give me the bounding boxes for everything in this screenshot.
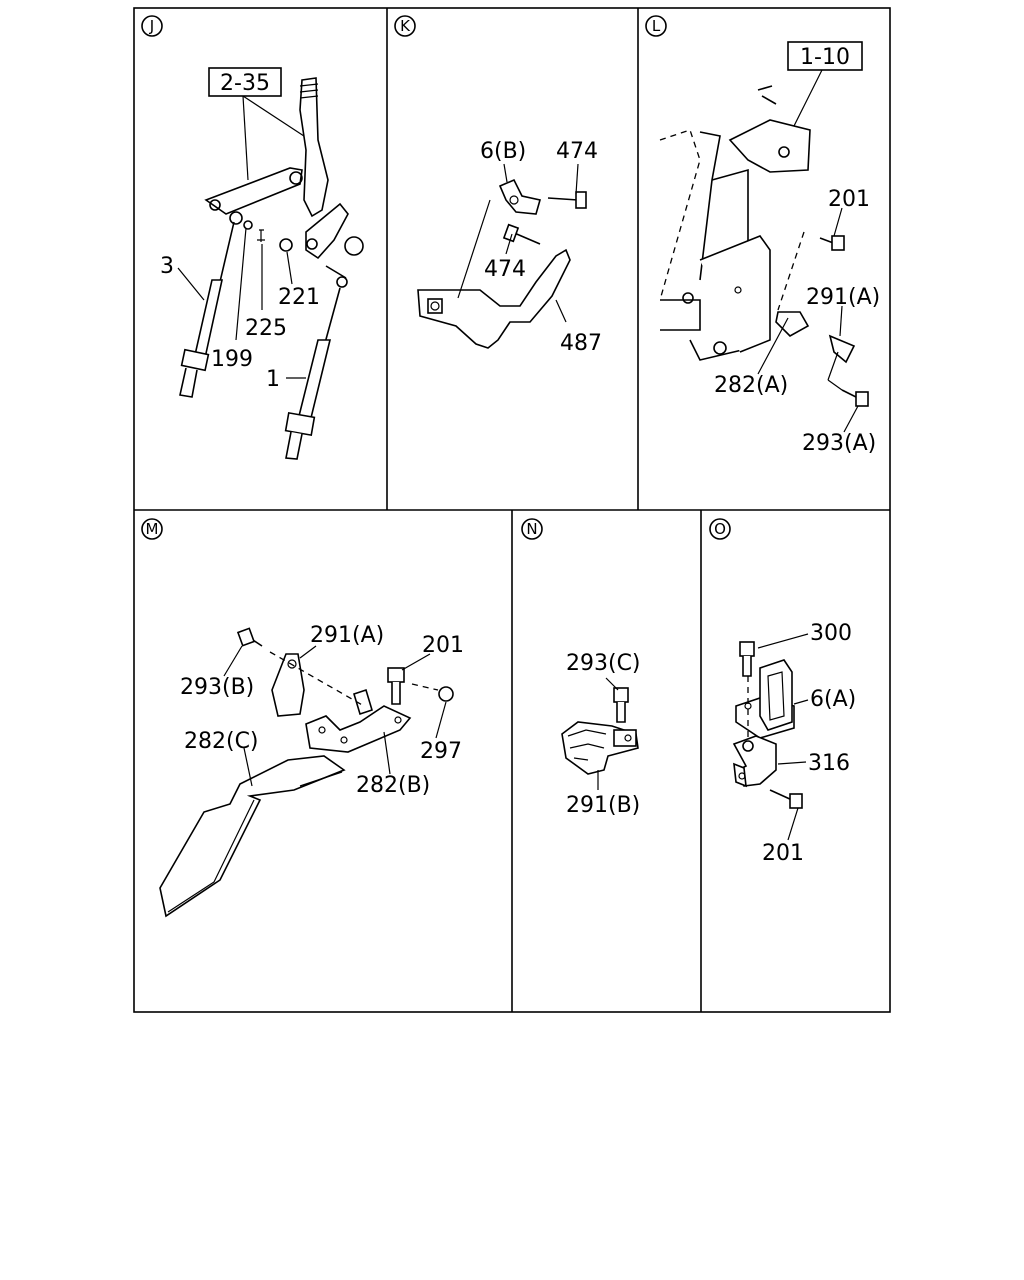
install-line-m: [269, 651, 365, 707]
label-m-291a: 291(A): [310, 623, 384, 648]
cable-1-drawing: [284, 287, 341, 460]
clamp-291b-drawing: [561, 721, 639, 775]
panel-o-marker: [709, 518, 731, 540]
panel-j: J 2-35: [141, 15, 364, 460]
ref-label-1-10: 1-10: [800, 45, 850, 70]
label-n-291b: 291(B): [566, 793, 640, 818]
label-m-297: 297: [420, 739, 462, 764]
label-l-291a: 291(A): [806, 285, 880, 310]
cable-3-drawing: [179, 221, 235, 398]
label-j-221: 221: [278, 285, 320, 310]
label-j-225: 225: [245, 316, 287, 341]
panel-m-marker: [141, 518, 163, 540]
bolt-474-upper-drawing: [547, 191, 587, 209]
bracket-282c-drawing: [159, 755, 346, 918]
bracket-487-drawing: [417, 248, 571, 349]
ref-label-2-35: 2-35: [220, 71, 270, 96]
panel-n-marker: [521, 518, 543, 540]
label-m-282c: 282(C): [184, 729, 259, 754]
shift-lever-drawing: [204, 77, 364, 288]
label-j-199: 199: [211, 347, 253, 372]
panel-k-marker: [394, 15, 416, 37]
panel-n-letter: N: [526, 520, 537, 538]
bolt-201-m-drawing: [387, 667, 405, 705]
ref-box-1-10: [787, 41, 863, 71]
label-o-316: 316: [808, 751, 850, 776]
bolt-474-lower-drawing: [502, 223, 541, 245]
ref-box-2-35: [208, 67, 282, 97]
clip-6b-drawing: [498, 178, 542, 215]
label-k-474-upper: 474: [556, 139, 598, 164]
label-l-201: 201: [828, 187, 870, 212]
install-line-l: [777, 231, 805, 311]
label-o-300: 300: [810, 621, 852, 646]
clamp-291a-l-drawing: [775, 311, 856, 364]
label-l-293a: 293(A): [802, 431, 876, 456]
label-l-282a: 282(A): [714, 373, 788, 398]
clamp-291a-m-drawing: [271, 653, 373, 717]
panel-n: N 293(C) 291(B): [521, 518, 641, 818]
label-j-1: 1: [266, 367, 280, 392]
panel-j-marker: [141, 15, 163, 37]
panel-grid: [133, 7, 891, 1013]
panel-l: L 1-10: [645, 15, 880, 456]
bolt-293c-n-drawing: [613, 687, 629, 723]
panel-o-letter: O: [714, 520, 726, 538]
panel-l-letter: L: [652, 17, 661, 35]
bolt-293b-m-drawing: [236, 627, 263, 647]
nut-297-drawing: [438, 686, 454, 702]
label-m-293b: 293(B): [180, 675, 254, 700]
panel-m-letter: M: [146, 520, 159, 538]
label-o-6a: 6(A): [810, 687, 856, 712]
label-k-474-lower: 474: [484, 257, 526, 282]
panel-k-letter: K: [400, 17, 411, 35]
bracket-282b-drawing: [305, 705, 412, 753]
bolt-293a-l-drawing: [841, 389, 869, 407]
panel-m: M: [141, 518, 464, 918]
label-k-6b: 6(B): [480, 139, 526, 164]
mount-6a-drawing: [735, 659, 795, 739]
label-m-201: 201: [422, 633, 464, 658]
label-j-3: 3: [160, 254, 174, 279]
panel-k: K 6(B) 474 474 487: [394, 15, 602, 356]
panel-o: O 300 6(A) 316 201: [709, 518, 856, 866]
label-o-201: 201: [762, 841, 804, 866]
bolt-300-drawing: [739, 641, 755, 677]
bolt-201-o-drawing: [769, 789, 803, 809]
panel-j-letter: J: [149, 17, 154, 35]
bolt-201-l-drawing: [819, 235, 845, 251]
label-m-282b: 282(B): [356, 773, 430, 798]
bracket-316-drawing: [732, 735, 777, 788]
label-k-487: 487: [560, 331, 602, 356]
frame-structure-drawing: [659, 85, 811, 361]
label-n-293c: 293(C): [566, 651, 641, 676]
panel-l-marker: [645, 15, 667, 37]
